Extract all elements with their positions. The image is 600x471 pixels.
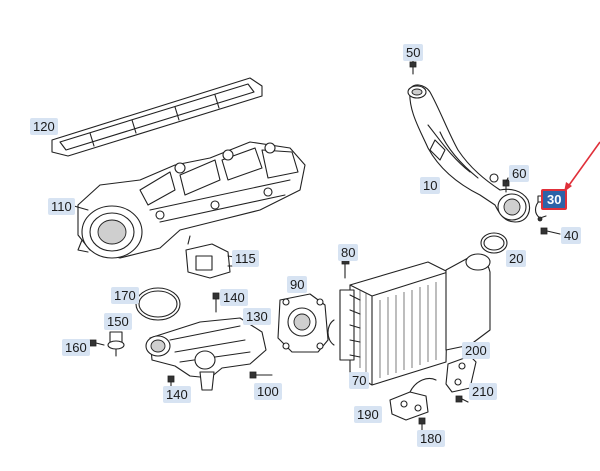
bolt-210-part: [455, 395, 469, 403]
callout-170: 170: [111, 287, 139, 304]
callout-180: 180: [417, 430, 445, 447]
callout-80: 80: [338, 244, 359, 261]
callout-210: 210: [469, 383, 497, 400]
o-ring-20-part: [480, 232, 508, 254]
callout-50: 50: [403, 44, 424, 61]
screw-40-part: [540, 227, 561, 235]
bracket-190-part: [389, 377, 437, 421]
callout-10: 10: [420, 177, 441, 194]
callout-70: 70: [349, 372, 370, 389]
sensor-150-part: [107, 331, 125, 357]
callout-140-lower: 140: [163, 386, 191, 403]
callout-130: 130: [243, 308, 271, 325]
callout-30-highlighted[interactable]: 30: [541, 189, 568, 210]
callout-160: 160: [62, 339, 90, 356]
callout-190: 190: [354, 406, 382, 423]
callout-150: 150: [104, 313, 132, 330]
charge-air-pipe-part: [407, 84, 531, 223]
throttle-body-90-part: [277, 293, 329, 353]
bolt-50-part: [409, 61, 417, 75]
callout-115: 115: [232, 250, 259, 267]
bolt-100-part: [249, 371, 273, 379]
bolt-80-part: [341, 257, 350, 279]
bolt-60-part: [502, 179, 510, 193]
bolt-180-part: [418, 417, 426, 431]
screw-160-part: [89, 339, 105, 347]
intake-manifold-part: [77, 141, 306, 259]
intercooler-70-part: [327, 253, 491, 386]
callout-60: 60: [509, 165, 530, 182]
highlight-arrow: [564, 141, 600, 192]
callout-20: 20: [506, 250, 527, 267]
callout-120: 120: [30, 118, 58, 135]
duct-130-part: [145, 317, 267, 391]
callout-140-upper: 140: [220, 289, 248, 306]
callout-90: 90: [287, 276, 308, 293]
callout-40: 40: [561, 227, 582, 244]
o-ring-170-part: [135, 287, 181, 321]
callout-200: 200: [462, 342, 490, 359]
gasket-strip-part: [51, 77, 263, 157]
callout-110: 110: [48, 198, 75, 215]
bolt-140-upper-part: [212, 292, 220, 313]
callout-100: 100: [254, 383, 282, 400]
